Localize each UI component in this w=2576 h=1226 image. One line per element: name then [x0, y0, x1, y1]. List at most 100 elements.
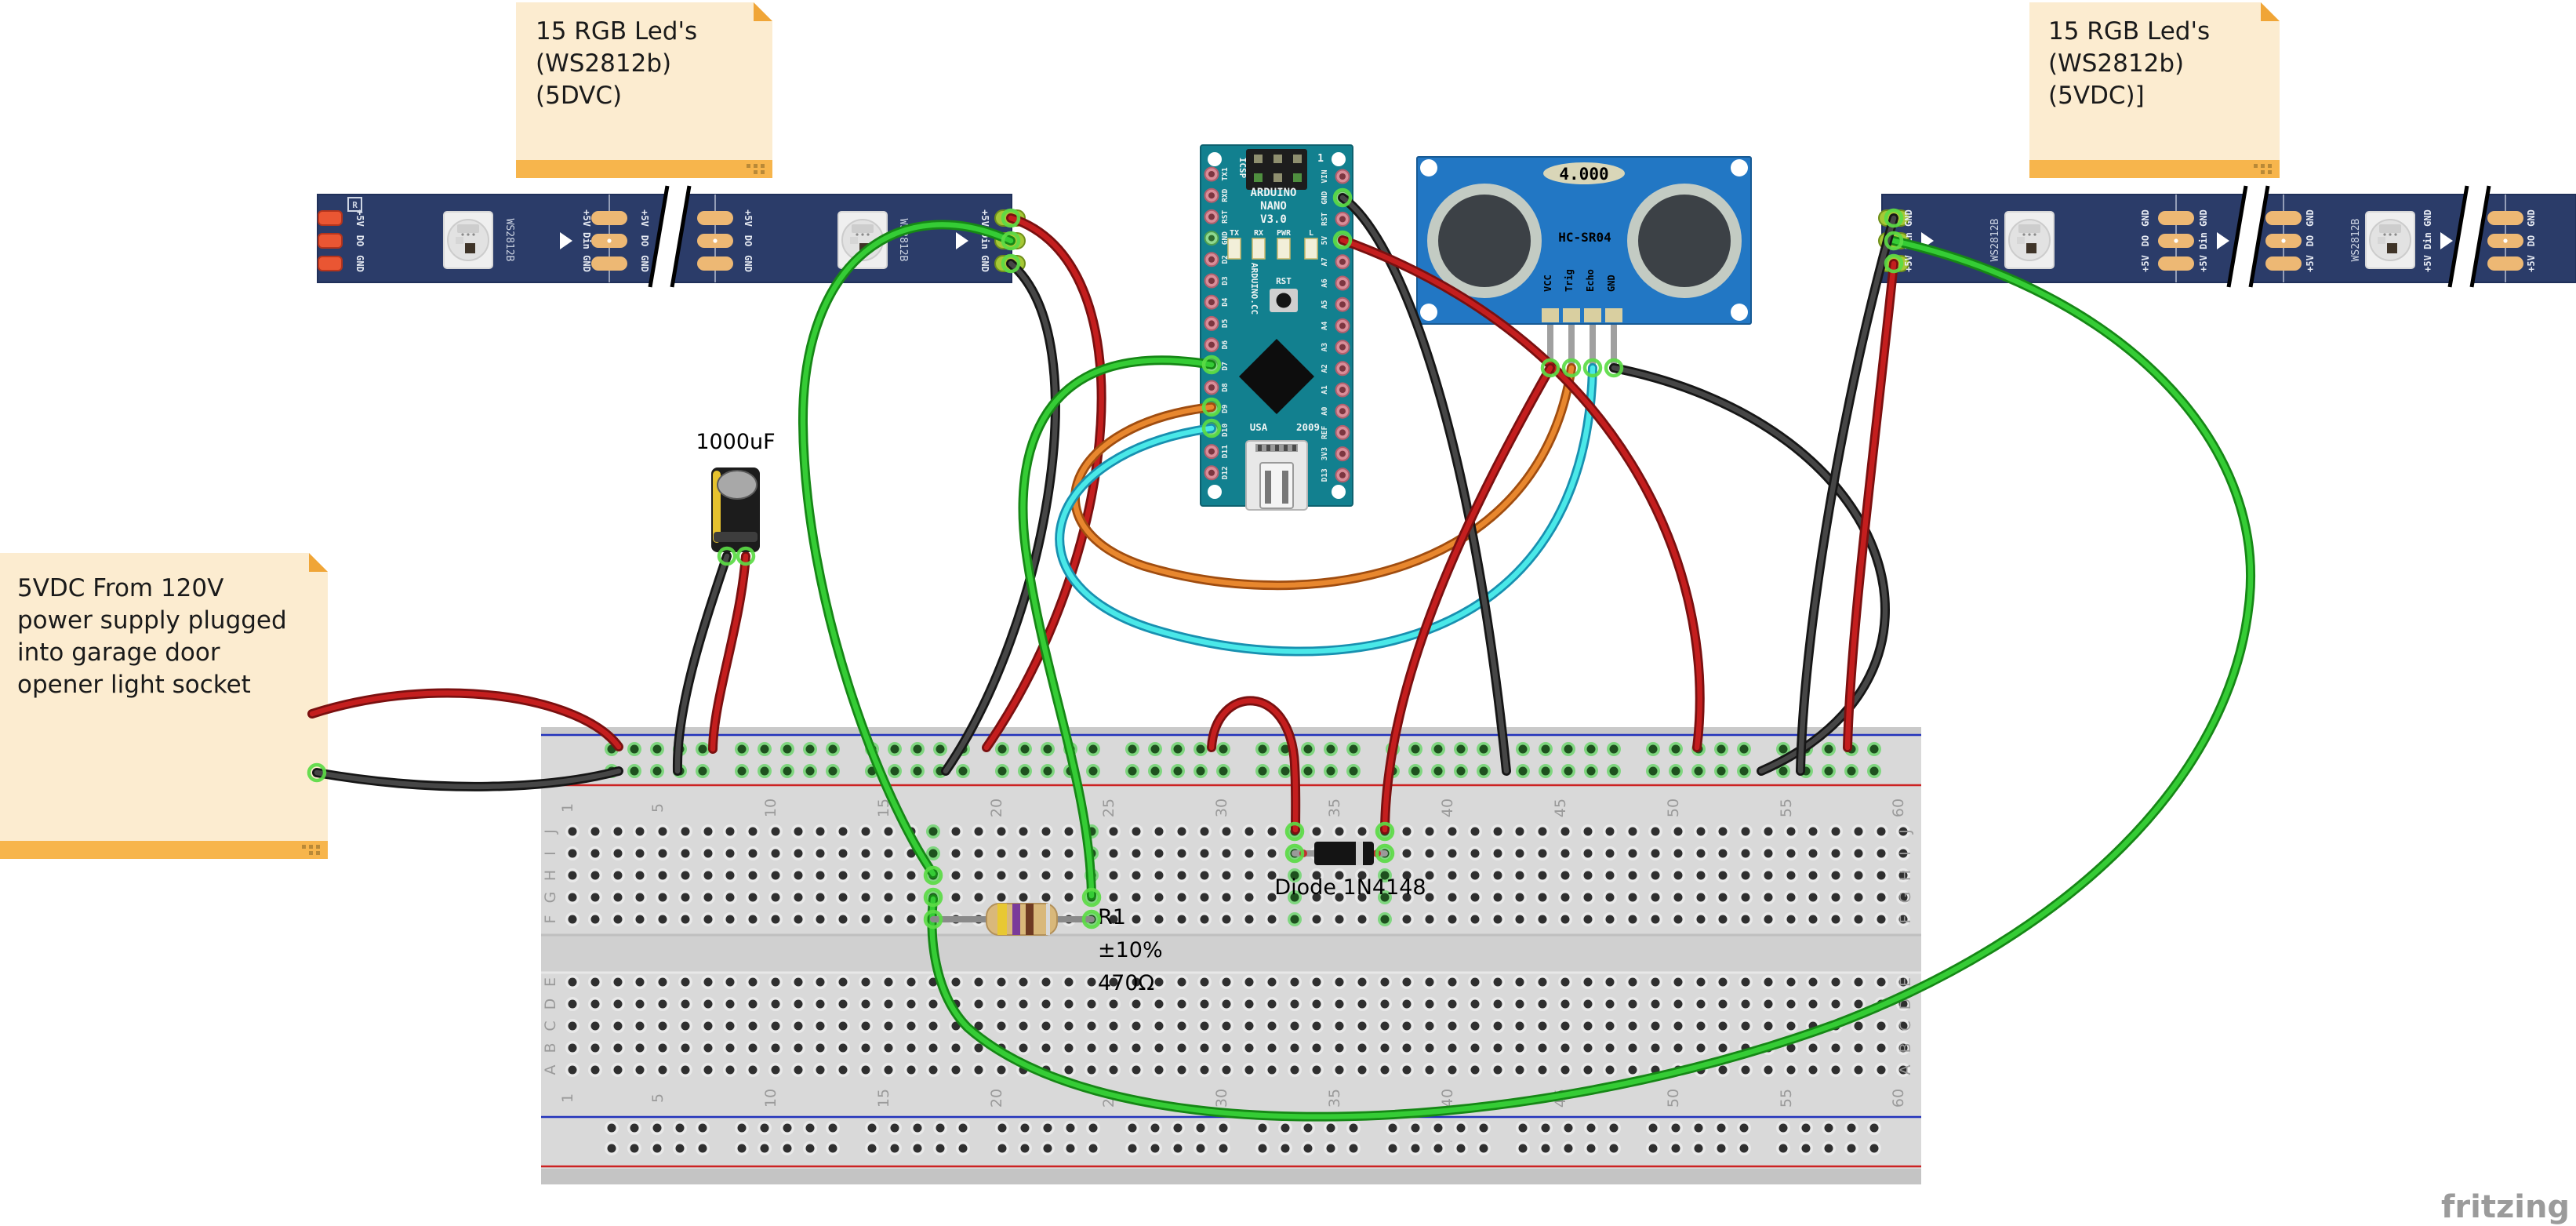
- wire-d10-echo[interactable]: [1057, 365, 1596, 654]
- row-label: F: [542, 915, 559, 924]
- column-label: 5: [649, 1093, 667, 1103]
- wire-lstrip-5v[interactable]: [983, 215, 1104, 751]
- strip-pad-label: GND: [2140, 209, 2151, 227]
- pin-label: A1: [1321, 385, 1329, 395]
- column-label: 15: [875, 1089, 892, 1108]
- pin-label: 5V: [1321, 236, 1329, 246]
- led-strip-left[interactable]: +5VDOGNDRWS2812B+5VDinGND+5VDOGND+5VDOGN…: [317, 185, 1026, 288]
- row-label: I: [542, 851, 559, 856]
- row-label: A: [1897, 1065, 1914, 1075]
- strip-pad-label: GND: [2422, 209, 2433, 227]
- column-label: 25: [1100, 799, 1117, 817]
- pin-label: RST: [1221, 210, 1230, 224]
- strip-r-mark: R: [352, 200, 358, 210]
- pin-label: D4: [1221, 297, 1230, 307]
- arduino-title: V3.0: [1260, 213, 1287, 226]
- column-label: 50: [1665, 1089, 1682, 1108]
- resistor-470[interactable]: R1 ±10% 470Ω: [930, 903, 1163, 995]
- led-strip-right[interactable]: GNDDin+5VWS2812BGNDDO+5VGNDDin+5VGNDDO+5…: [1878, 185, 2576, 288]
- column-label: 30: [1213, 1089, 1230, 1108]
- ws2812b-label: WS2812B: [2350, 218, 2362, 261]
- note-top-right[interactable]: 15 RGB Led's (WS2812b) (5VDC)]: [2029, 2, 2280, 178]
- wire-psu-5v[interactable]: [309, 690, 622, 750]
- pin-label: A7: [1321, 257, 1329, 266]
- strip-pad-label: +5V: [639, 209, 650, 227]
- resistor-label: ±10%: [1098, 938, 1163, 962]
- pin-label: TX1: [1221, 167, 1230, 180]
- pin-label: A2: [1321, 364, 1329, 373]
- row-label: J: [1897, 829, 1914, 835]
- wire-sensor-gnd[interactable]: [1611, 365, 1888, 774]
- wire-lstrip-gnd[interactable]: [941, 259, 1060, 776]
- pin-label: GND: [1321, 191, 1329, 204]
- strip-pad-label: DO: [2140, 235, 2151, 246]
- crystal-label: 4.000: [1559, 165, 1608, 184]
- column-label: 60: [1890, 799, 1907, 817]
- led-label: RX: [1254, 229, 1263, 238]
- ws2812b-label: WS2812B: [503, 219, 515, 262]
- pin-label: D3: [1221, 276, 1230, 286]
- strip-pad-label: GND: [581, 255, 592, 272]
- pin-label: D6: [1221, 340, 1230, 350]
- strip-pad-label: GND: [1903, 209, 1914, 227]
- wire-lstrip-gnd[interactable]: [943, 260, 1059, 774]
- pin-label: D12: [1221, 466, 1230, 479]
- note-top-left[interactable]: 15 RGB Led's (WS2812b) (5DVC): [516, 2, 772, 178]
- arduino-title: NANO: [1260, 200, 1287, 213]
- pin-label: VIN: [1321, 169, 1329, 183]
- pin-label: D9: [1221, 404, 1230, 413]
- wire-rstrip-5v[interactable]: [1844, 260, 1897, 751]
- column-label: 15: [875, 799, 892, 817]
- strip-pad-label: +5V: [1903, 255, 1914, 272]
- row-label: B: [542, 1042, 559, 1053]
- capacitor-1000uf[interactable]: 1000uF: [696, 430, 776, 552]
- wire-rstrip-gnd[interactable]: [1797, 215, 1897, 774]
- pin-label: RST: [1321, 213, 1329, 226]
- diode-label: Diode 1N4148: [1274, 875, 1426, 900]
- diode-1n4148[interactable]: Diode 1N4148: [1274, 842, 1426, 900]
- column-label: 20: [988, 799, 1005, 817]
- strip-pad-label: Din: [2422, 232, 2433, 249]
- strip-pad-label: GND: [2305, 209, 2316, 227]
- pin-label: D2: [1221, 255, 1230, 264]
- note-line: (WS2812b): [536, 49, 671, 78]
- wire-arduino-5v[interactable]: [1339, 237, 1702, 751]
- note-line: into garage door: [17, 638, 220, 667]
- column-label: 55: [1778, 1089, 1795, 1108]
- pin-label: D5: [1221, 318, 1230, 328]
- wire-d7-resistor[interactable]: [1020, 358, 1215, 899]
- arduino-cc-label: ARDUINO.CC: [1249, 263, 1259, 315]
- note-left[interactable]: 5VDC From 120V power supply plugged into…: [0, 553, 328, 859]
- strip-pad-label: DO: [639, 235, 650, 246]
- wire-cap-neg[interactable]: [674, 553, 730, 774]
- pin1-label: 1: [1317, 153, 1324, 165]
- wire-d9-trig[interactable]: [1072, 365, 1575, 588]
- fritzing-watermark: fritzing: [2441, 1189, 2570, 1225]
- pin-label: D13: [1321, 468, 1329, 482]
- row-label: D: [542, 999, 559, 1010]
- strip-pad-label: +5V: [581, 209, 592, 227]
- row-label: H: [1897, 870, 1914, 881]
- wire-lstrip-din[interactable]: [800, 222, 1014, 877]
- pin-label: RXD: [1221, 188, 1230, 202]
- wire-rstrip-din[interactable]: [929, 238, 2254, 1119]
- wire-arduino-gnd[interactable]: [1339, 195, 1510, 774]
- pin-label: D11: [1221, 445, 1230, 458]
- wire-psu-gnd[interactable]: [314, 768, 622, 790]
- wires[interactable]: [307, 193, 2255, 1122]
- strip-pad-label: GND: [354, 255, 365, 272]
- column-label: 40: [1439, 799, 1456, 817]
- strip-pad-label: GND: [639, 255, 650, 272]
- strip-pad-label: +5V: [2526, 255, 2537, 272]
- strip-pad-label: GND: [979, 255, 990, 272]
- pin-label: A5: [1321, 300, 1329, 309]
- strip-pad-label: DO: [743, 235, 754, 246]
- sensor-pin-label: VCC: [1542, 275, 1553, 292]
- row-label: I: [1897, 851, 1914, 856]
- wire-cap-pos[interactable]: [710, 553, 749, 752]
- strip-pad-label: GND: [743, 255, 754, 272]
- wire-rail-to-diode[interactable]: [1208, 698, 1299, 833]
- wire-vcc-sensor[interactable]: [1382, 365, 1553, 833]
